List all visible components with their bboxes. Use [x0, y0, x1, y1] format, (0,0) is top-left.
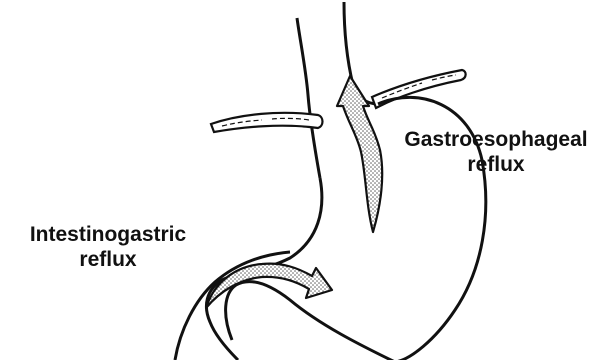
intestinogastric-reflux-label-line2: reflux: [4, 247, 212, 272]
gastroesophageal-reflux-label: Gastroesophageal reflux: [380, 127, 612, 177]
esophagus-left-wall: [297, 18, 320, 178]
intestinogastric-reflux-label-line1: Intestinogastric: [4, 222, 212, 247]
intestinogastric-reflux-label: Intestinogastric reflux: [4, 222, 212, 272]
gastroesophageal-reflux-label-line2: reflux: [380, 152, 612, 177]
gastroesophageal-reflux-label-line1: Gastroesophageal: [380, 127, 612, 152]
diaphragm-left: [211, 113, 323, 132]
